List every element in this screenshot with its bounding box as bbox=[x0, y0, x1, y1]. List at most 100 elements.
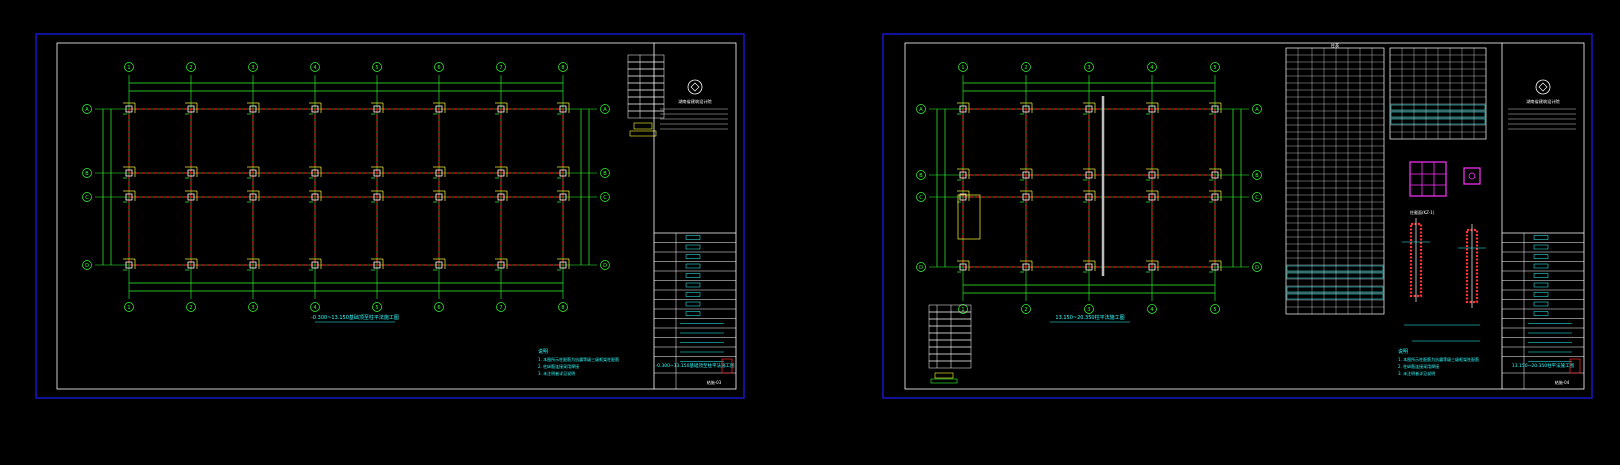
drawing-number: 结施-04 bbox=[1555, 379, 1570, 385]
legend-cell bbox=[928, 360, 972, 369]
column-marker bbox=[959, 171, 967, 179]
grid-bubble bbox=[434, 62, 444, 72]
column-marker bbox=[497, 105, 505, 113]
grid-bubble bbox=[558, 302, 568, 312]
column-marker bbox=[435, 193, 443, 201]
title-block-field bbox=[685, 254, 701, 259]
column-marker bbox=[1022, 105, 1030, 113]
column-marker bbox=[1211, 193, 1219, 201]
title-block-field bbox=[685, 273, 701, 278]
column-marker bbox=[373, 261, 381, 269]
column-marker bbox=[249, 193, 257, 201]
grid-bubble-label: D bbox=[919, 265, 923, 271]
grid-bubble bbox=[1084, 304, 1094, 314]
grid-bubble-label: C bbox=[85, 195, 89, 201]
column-marker bbox=[435, 169, 443, 177]
notes-title: 说明 bbox=[538, 348, 548, 355]
column-marker bbox=[249, 105, 257, 113]
column-marker bbox=[249, 261, 257, 269]
grid-bubble bbox=[434, 302, 444, 312]
grid-bubble bbox=[600, 104, 610, 114]
legend-marker bbox=[633, 122, 653, 130]
grid-bubble-label: 7 bbox=[499, 65, 502, 71]
title-block-field bbox=[685, 282, 701, 288]
title-block-field bbox=[685, 292, 701, 297]
column-marker bbox=[249, 169, 257, 177]
grid-bubble bbox=[916, 262, 926, 272]
schedule-highlight-row bbox=[1390, 118, 1486, 125]
schedule-highlight-row bbox=[1286, 265, 1384, 272]
column-marker bbox=[311, 193, 319, 201]
column-marker bbox=[435, 105, 443, 113]
grid-bubble bbox=[958, 62, 968, 72]
schedule-highlight-row bbox=[1390, 111, 1486, 118]
grid-bubble bbox=[1021, 62, 1031, 72]
column-marker bbox=[1085, 263, 1093, 271]
column-marker bbox=[125, 193, 133, 201]
title-block-field bbox=[1533, 311, 1549, 316]
grid-bubble-label: 1 bbox=[961, 65, 964, 71]
grid-bubble-label: 1 bbox=[127, 305, 130, 311]
grid-bubble bbox=[496, 62, 506, 72]
grid-bubble bbox=[916, 192, 926, 202]
grid-bubble bbox=[1210, 304, 1220, 314]
schedule-highlight-row bbox=[1286, 293, 1384, 300]
grid-bubble bbox=[600, 192, 610, 202]
column-marker bbox=[1148, 193, 1156, 201]
note-line-2: 2. 柱纵筋连接采用焊接 bbox=[538, 363, 579, 369]
column-marker bbox=[1022, 171, 1030, 179]
grid-bubble bbox=[1252, 104, 1262, 114]
drawing-number: 结施-03 bbox=[707, 379, 722, 385]
grid-bubble bbox=[600, 260, 610, 270]
grid-bubble-label: D bbox=[603, 263, 607, 269]
grid-bubble bbox=[496, 302, 506, 312]
grid-bubble-label: 3 bbox=[1087, 307, 1090, 313]
grid-bubble-label: A bbox=[1255, 107, 1259, 113]
title-block-field bbox=[1533, 235, 1549, 240]
grid-bubble-label: 5 bbox=[1213, 307, 1216, 313]
column-marker bbox=[497, 193, 505, 201]
column-marker bbox=[311, 169, 319, 177]
grid-bubble-label: 4 bbox=[1150, 307, 1153, 313]
grid-bubble-label: 8 bbox=[561, 305, 564, 311]
legend-table-left bbox=[627, 54, 665, 137]
column-marker bbox=[311, 105, 319, 113]
column-section-detail bbox=[1409, 161, 1447, 197]
legend-marker bbox=[934, 372, 954, 379]
schedule-highlight-row bbox=[1390, 104, 1486, 111]
column-marker bbox=[559, 105, 567, 113]
column-marker bbox=[1085, 171, 1093, 179]
column-marker bbox=[1211, 105, 1219, 113]
grid-bubble-label: B bbox=[603, 171, 607, 177]
grid-bubble-label: D bbox=[1255, 265, 1259, 271]
column-marker bbox=[373, 169, 381, 177]
grid-bubble bbox=[958, 304, 968, 314]
sheet-right-frame bbox=[904, 42, 1585, 390]
title-block-field bbox=[1533, 292, 1549, 297]
grid-bubble bbox=[1147, 62, 1157, 72]
grid-bubble bbox=[186, 62, 196, 72]
title-block-stamp bbox=[721, 358, 733, 374]
column-marker bbox=[497, 261, 505, 269]
legend-table-right bbox=[928, 304, 972, 384]
company-logo-icon bbox=[1535, 79, 1551, 95]
sheet-right-border bbox=[882, 33, 1593, 399]
column-marker bbox=[435, 261, 443, 269]
column-marker bbox=[497, 169, 505, 177]
grid-bubble-label: 3 bbox=[1087, 65, 1090, 71]
company-name: 湖南省建筑设计院 bbox=[1526, 98, 1560, 105]
grid-bubble bbox=[248, 302, 258, 312]
note-line-3: 3. 未注明者详见说明 bbox=[1398, 370, 1435, 376]
grid-bubble-label: B bbox=[85, 171, 89, 177]
column-marker bbox=[1085, 193, 1093, 201]
grid-bubble-label: A bbox=[603, 107, 607, 113]
schedule-title: 柱表 bbox=[1331, 42, 1339, 48]
grid-bubble bbox=[186, 302, 196, 312]
grid-bubble-label: 4 bbox=[313, 65, 316, 71]
